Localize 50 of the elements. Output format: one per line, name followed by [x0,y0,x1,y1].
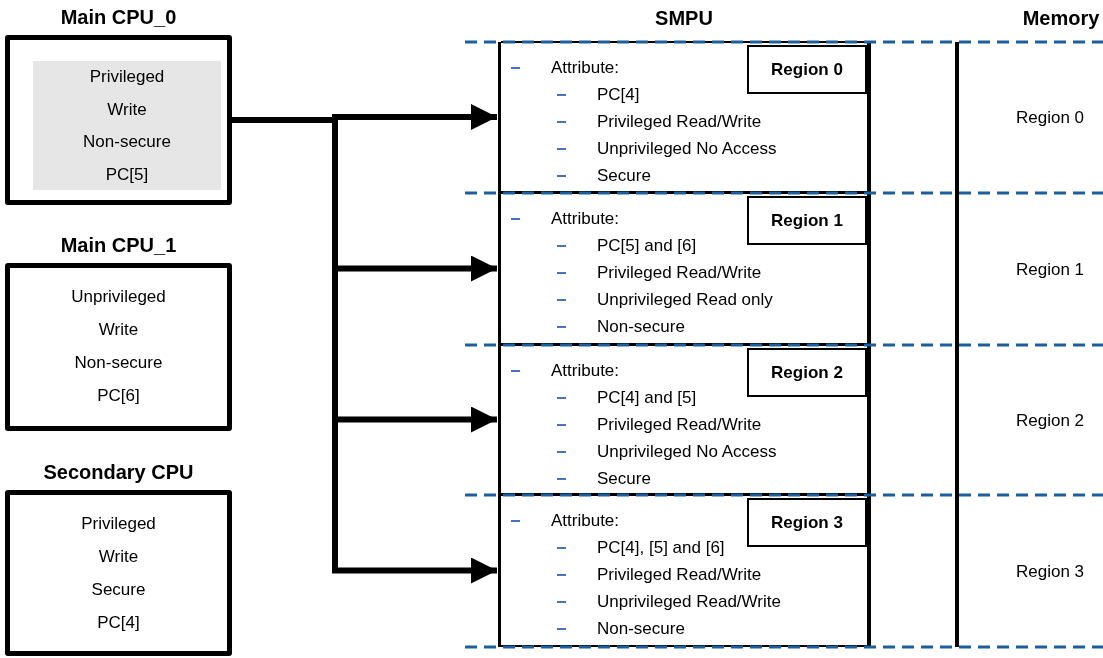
attribute-text: Privileged Read/Write [597,262,762,284]
attribute-text: Non-secure [83,131,171,153]
highlight-panel [33,61,221,190]
region-section [501,494,867,647]
region-tag: Region 2 [747,348,867,397]
attribute-text: Unprivileged No Access [597,441,777,463]
attribute-text: Secure [597,468,651,490]
memory-region: Region 2 [963,347,1103,494]
attribute-text: Non-secure [597,618,685,640]
cpu-title: Secondary CPU [42,460,195,485]
attribute-text: Privileged [81,513,156,535]
attribute-text: Write [98,319,139,341]
region-section [501,41,867,193]
attribute-text: Unprivileged Read/Write [597,591,781,613]
cpu-title: Main CPU_0 [59,5,178,30]
attribute-text: Privileged Read/Write [597,111,762,133]
attribute-text: Write [98,546,139,568]
attribute-text: PC[6] [97,385,140,407]
attribute-text: PC[5] [105,163,149,186]
attribute-text: Non-secure [74,352,163,374]
attribute-text: Unprivileged Read only [597,289,773,311]
attribute-text: PC[4] [597,84,640,106]
region-section [501,344,867,495]
attribute-text: Privileged Read/Write [597,564,762,586]
column-heading: SMPU [654,6,714,31]
attribute-text: PC[4] and [5] [597,387,697,409]
memory-region: Region 1 [963,195,1103,344]
attribute-text: Privileged Read/Write [597,414,762,436]
attribute-text: Secure [91,579,146,601]
attribute-text: Attribute: [551,360,620,382]
attribute-text: Write [107,98,147,121]
attribute-text: Attribute: [551,208,620,230]
attribute-text: Non-secure [597,316,685,338]
attribute-text: PC[4], [5] and [6] [597,537,725,559]
memory-region: Region 3 [963,497,1103,646]
attribute-text: PC[5] and [6] [597,235,697,257]
attribute-text: Attribute: [551,510,620,532]
region-tag: Region 3 [747,498,867,547]
region-tag: Region 0 [747,45,867,94]
attribute-text: Unprivileged No Access [597,138,777,160]
region-tag: Region 1 [747,196,867,245]
column-heading: Memory [1021,6,1101,31]
region-section [501,192,867,345]
memory-region: Region 0 [963,44,1103,192]
attribute-text: PC[4] [97,612,140,634]
attribute-text: Secure [597,165,651,187]
attribute-text: Privileged [89,66,165,88]
attribute-text: Unprivileged [71,286,166,308]
cpu-title: Main CPU_1 [59,233,178,258]
attribute-text: Attribute: [551,57,620,79]
